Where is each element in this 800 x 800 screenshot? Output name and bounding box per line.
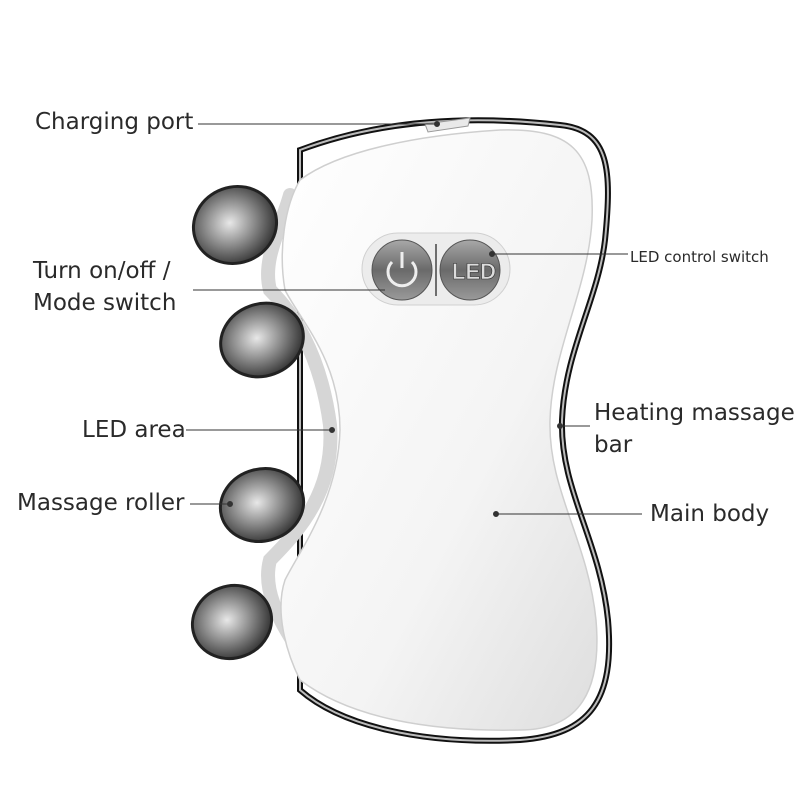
charging-port-shape <box>424 117 471 133</box>
power-icon <box>386 260 418 288</box>
label-led-area: LED area <box>82 417 186 443</box>
led-area-strip <box>261 188 338 647</box>
label-main-body: Main body <box>650 501 770 527</box>
massage-rollers <box>190 185 306 660</box>
control-buttons: LED <box>361 232 511 306</box>
label-massage-roller: Massage roller <box>17 490 185 516</box>
label-heating-bar-line1: Heating massage <box>594 400 795 426</box>
leader-lines <box>186 121 642 517</box>
label-heating-bar-line2: bar <box>594 432 633 458</box>
led-button-text: LED <box>452 259 496 284</box>
label-led-control: LED control switch <box>630 248 769 266</box>
label-power-switch-line2: Mode switch <box>33 290 177 316</box>
label-power-switch-line1: Turn on/off / <box>33 258 171 284</box>
main-body-shape <box>280 129 598 731</box>
label-charging-port: Charging port <box>35 109 194 135</box>
